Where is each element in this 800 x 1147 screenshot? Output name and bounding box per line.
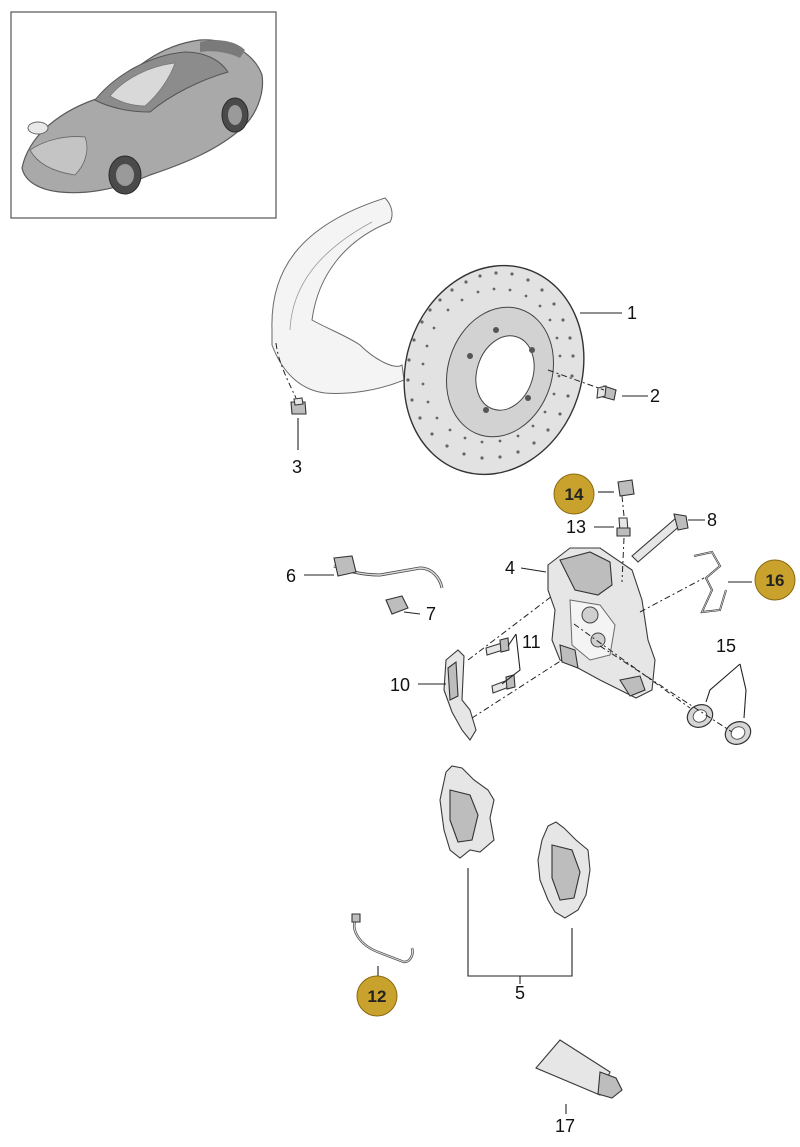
callout-5: 5 (515, 983, 525, 1003)
assembly-lines (275, 342, 733, 733)
sensor-clip[interactable] (385, 595, 409, 615)
badge-16[interactable]: 16 (754, 559, 796, 601)
callout-1: 1 (627, 303, 637, 323)
piston-seal-1[interactable] (684, 701, 717, 732)
disc-bolt-holes (467, 327, 535, 413)
brake-pad-outer[interactable] (439, 765, 495, 859)
caliper-spring[interactable] (693, 550, 727, 614)
disc-screw[interactable] (596, 385, 617, 401)
bracket-screw-upper[interactable] (485, 637, 510, 656)
bleeder-cap[interactable] (617, 479, 635, 497)
vehicle-thumbnail[interactable] (10, 11, 277, 219)
badge-12-label: 12 (368, 987, 387, 1006)
callout-13: 13 (566, 517, 586, 537)
car-illustration (21, 39, 264, 195)
caliper-bolt[interactable] (631, 513, 689, 563)
disc-drill-holes (406, 271, 575, 460)
callout-6: 6 (286, 566, 296, 586)
brake-pad-inner[interactable] (537, 821, 591, 919)
shield-bolt[interactable] (290, 397, 307, 415)
callout-15: 15 (716, 636, 736, 656)
brake-disc[interactable] (378, 242, 611, 498)
brake-caliper[interactable] (547, 547, 656, 699)
callout-2: 2 (650, 386, 660, 406)
bleeder-valve[interactable] (616, 517, 631, 537)
callout-10: 10 (390, 675, 410, 695)
badge-14-label: 14 (565, 485, 584, 504)
leader-lines (297, 312, 752, 1114)
callout-17: 17 (555, 1116, 575, 1136)
badge-12[interactable]: 12 (356, 975, 398, 1017)
bracket-screw-lower[interactable] (491, 674, 516, 694)
badge-14[interactable]: 14 (553, 473, 595, 515)
assembly-paste-tube[interactable] (535, 1039, 623, 1099)
callout-7: 7 (426, 604, 436, 624)
wear-sensor-12[interactable] (351, 913, 414, 964)
badge-16-label: 16 (766, 571, 785, 590)
callout-3: 3 (292, 457, 302, 477)
pad-retaining-bracket[interactable] (443, 649, 477, 741)
wear-sensor-cable[interactable] (333, 555, 444, 589)
callout-11: 11 (522, 632, 541, 652)
piston-seal-2[interactable] (722, 718, 755, 749)
brake-dust-shield[interactable] (271, 197, 405, 394)
callout-4: 4 (505, 558, 515, 578)
callout-8: 8 (707, 510, 717, 530)
